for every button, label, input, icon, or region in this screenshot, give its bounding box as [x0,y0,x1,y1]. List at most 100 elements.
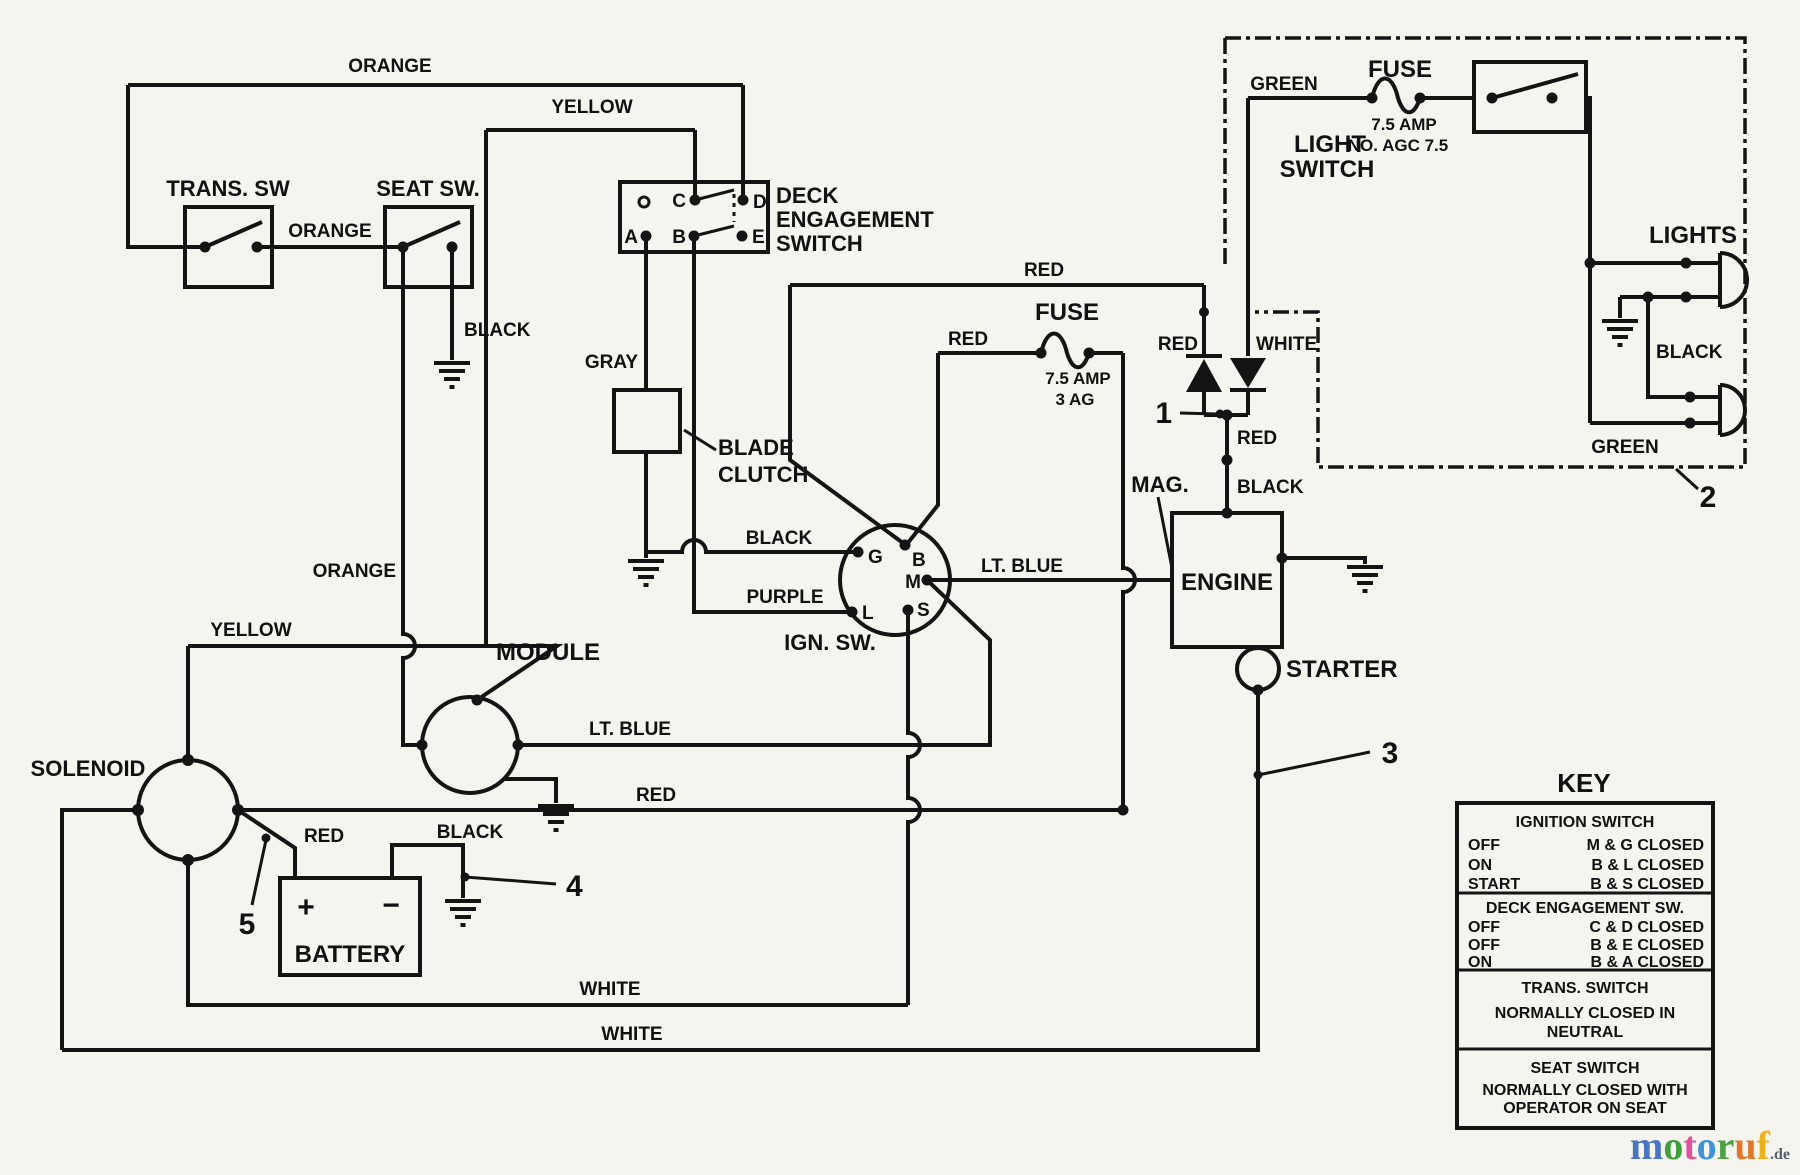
key-trans-line: NEUTRAL [1547,1024,1624,1041]
label-module: MODULE [496,639,600,666]
wire-red-b-feed [788,285,905,545]
key-ignition-row-state: ON [1468,857,1492,874]
seat-switch [383,205,474,389]
callout-5: 5 [239,908,256,941]
label-trans-sw: TRANS. SW [166,176,290,201]
callout-2: 2 [1700,481,1717,514]
key-trans-line: NORMALLY CLOSED IN [1495,1005,1675,1022]
deck-blade-be [693,224,735,238]
light-switch-blade [1491,72,1579,100]
diode-left-icon [1186,359,1222,392]
key-table [1455,801,1715,1130]
key-ignition-title: IGNITION SWITCH [1516,814,1655,831]
terminal-g: G [868,547,883,568]
logo-letter: t [1683,1123,1697,1168]
trans-switch [183,205,274,289]
orange-circuit [126,83,745,747]
starter [1235,646,1281,696]
ground-engine-icon [1345,565,1385,593]
label-solenoid: SOLENOID [31,756,146,781]
wire-ltblue-module [518,578,992,747]
blade-clutch [612,236,717,587]
label-red-junction: RED [1237,428,1277,449]
key-deck-row-state: ON [1468,954,1492,971]
label-white-diode: WHITE [1256,334,1317,355]
fuse-mid-icon [1039,331,1091,370]
label-black-seat: BLACK [464,320,531,341]
key-deck-title: DECK ENGAGEMENT SW. [1486,900,1684,917]
battery-plus: + [297,891,315,924]
ground-seat-icon [432,361,472,389]
logo-letter: m [1630,1123,1664,1168]
label-white1: WHITE [579,979,640,1000]
solenoid [132,754,244,866]
terminal-b-deck: B [672,227,686,248]
seat-switch-blade [402,220,461,249]
terminal-m: M [905,572,921,593]
label-orange-mid: ORANGE [288,221,371,242]
callout-3: 3 [1382,737,1399,770]
key-seat-title: SEAT SWITCH [1530,1060,1639,1077]
wire-purple [692,236,852,614]
terminal-s: S [917,600,930,621]
lights-circuit [1248,60,1749,437]
label-blade-1: BLADE [718,435,794,460]
key-ignition-row-value: M & G CLOSED [1587,837,1704,854]
label-fuse-top-amp: 7.5 AMP [1371,115,1437,134]
wire-s-start [906,610,922,1005]
wire-black-battery [390,843,465,898]
yellow-circuit [186,128,697,760]
callout-5-pointer [250,839,268,906]
label-orange-top: ORANGE [348,56,431,77]
label-ign-sw: IGN. SW. [784,630,876,655]
motoruf-logo: motoruf.de [1630,1122,1790,1169]
callout-1-pointer [1179,411,1218,416]
logo-letter: u [1734,1123,1757,1168]
logo-suffix: .de [1770,1146,1790,1163]
label-light-switch-2: SWITCH [1280,156,1375,183]
label-fuse-mid: FUSE [1035,299,1099,326]
label-light-switch-1: LIGHT [1294,131,1366,158]
callout-1: 1 [1155,397,1172,430]
label-gray: GRAY [585,352,638,373]
label-white2: WHITE [601,1024,662,1045]
label-fuse-mid-type: 3 AG [1055,390,1094,409]
key-title: KEY [1557,768,1610,798]
callout-4-pointer [464,875,557,886]
label-fuse-top-no: NO. AGC 7.5 [1348,136,1448,155]
label-red-battery: RED [304,826,344,847]
label-yellow-low: YELLOW [210,620,291,641]
wire-white2-left [60,808,138,1050]
deck-open-terminal [637,195,651,209]
callout-3-pointer [1257,750,1371,777]
lights-enclosure-border [1223,36,1747,491]
lamp1-icon [1718,251,1749,309]
label-battery: BATTERY [295,941,406,968]
wire-white2-run [62,690,1260,1052]
label-ltblue-module: LT. BLUE [589,719,671,740]
label-green-lights: GREEN [1591,437,1659,458]
fuse-top-icon [1370,76,1422,115]
label-red-diode: RED [1158,334,1198,355]
label-engine: ENGINE [1181,569,1273,596]
callout-2-pointer [1674,467,1700,491]
wire-orange-to-module [401,247,422,747]
key-ignition-row-value: B & S CLOSED [1590,876,1704,893]
white-circuit [60,690,1260,1052]
terminal-b-ign: B [912,550,926,571]
deck-blade-cd [694,188,735,202]
label-red-fuse: RED [948,329,988,350]
label-orange-vertical: ORANGE [313,561,396,582]
label-black-lights: BLACK [1656,342,1723,363]
key-trans-title: TRANS. SWITCH [1521,980,1648,997]
wire-yellow-run [188,644,564,702]
terminal-e: E [752,227,765,248]
label-deck-3: SWITCH [776,231,863,256]
label-mag: MAG. [1131,472,1188,497]
logo-letter: o [1696,1123,1717,1168]
terminal-d: D [753,192,767,213]
key-deck-row-state: OFF [1468,919,1500,936]
key-deck-row-value: C & D CLOSED [1589,919,1704,936]
label-fuse-top: FUSE [1368,56,1432,83]
